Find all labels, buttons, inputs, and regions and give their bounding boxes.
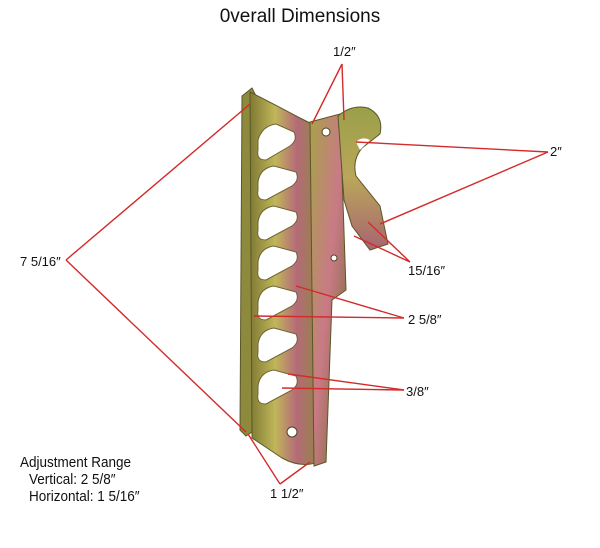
- slot: [257, 327, 298, 363]
- slot: [257, 205, 298, 241]
- label-hook-depth: 15/16″: [408, 263, 446, 278]
- slots: [257, 123, 298, 405]
- slot: [257, 245, 298, 281]
- slot: [257, 369, 298, 405]
- adjustment-range: Adjustment Range Vertical: 2 5/8″ Horizo…: [20, 454, 140, 505]
- label-top-width: 1/2″: [333, 44, 356, 59]
- bracket-hook: [337, 106, 389, 251]
- slot: [257, 285, 298, 321]
- adjustment-horizontal: Horizontal: 1 5/16″: [29, 488, 140, 505]
- label-slot-width: 3/8″: [406, 384, 429, 399]
- rib-hole-middle: [330, 254, 338, 262]
- bracket-center-rib: [309, 113, 347, 467]
- rib-hole-top: [321, 127, 331, 137]
- diagram-title: 0verall Dimensions: [219, 6, 381, 27]
- label-bottom-width: 1 1/2″: [270, 486, 304, 501]
- adjustment-vertical: Vertical: 2 5/8″: [29, 471, 116, 488]
- label-slot-spacing: 2 5/8″: [408, 312, 442, 327]
- label-overall-height: 7 5/16″: [20, 254, 61, 269]
- hook-inner-gap: [356, 138, 370, 150]
- adjustment-heading: Adjustment Range: [20, 454, 132, 471]
- label-hook-width: 2″: [550, 144, 562, 159]
- slot: [257, 165, 298, 201]
- dimension-lines: [65, 63, 549, 485]
- slot: [257, 123, 296, 161]
- rib-hole-bottom: [286, 426, 298, 438]
